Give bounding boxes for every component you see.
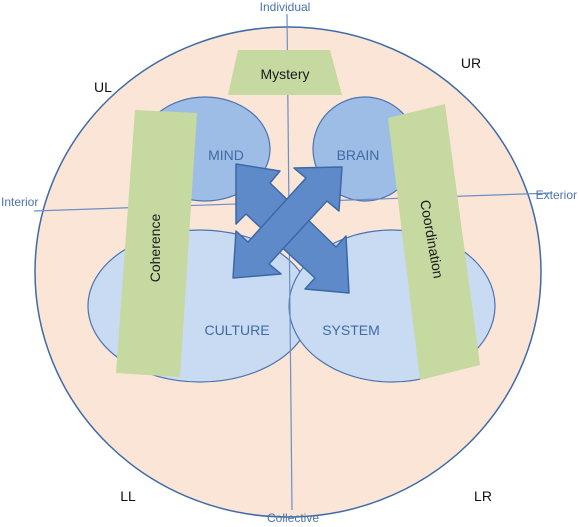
ellipse-label-brain: BRAIN [337,147,380,163]
quadrant-label-ur: UR [461,55,481,71]
vertical-axis [286,13,293,511]
four-way-arrow-icon [232,163,350,294]
quadrant-label-lr: LR [474,488,492,504]
quadrant-label-ll: LL [120,488,136,504]
ellipse-label-system: SYSTEM [322,322,380,338]
quadrant-label-ul: UL [94,79,112,95]
axis-label-right: Exterior [536,188,577,202]
coordination-band [388,104,480,380]
arrow-diagonal-cross [232,166,343,279]
coherence-band [116,110,197,377]
ellipse-label-mind: MIND [208,147,244,163]
band-label-mystery: Mystery [261,66,310,82]
axis-label-left: Interior [1,195,38,209]
mystery-band [228,50,342,95]
axis-label-top: Individual [260,0,311,14]
axis-label-bottom: Collective [267,511,319,525]
band-label-coherence: Coherence [147,214,163,283]
ellipse-label-culture: CULTURE [204,322,269,338]
